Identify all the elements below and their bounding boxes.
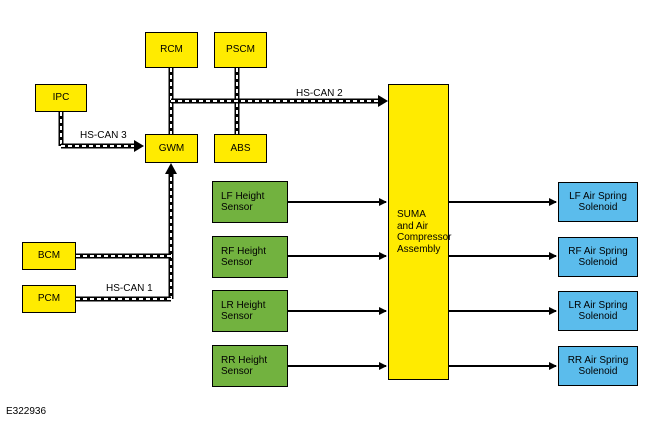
abs-module: ABS: [214, 134, 267, 163]
lr-air-spring-solenoid: LR Air Spring Solenoid: [558, 291, 638, 331]
sensor-signal-lines: [288, 198, 387, 370]
rf-air-spring-solenoid: RF Air Spring Solenoid: [558, 237, 638, 277]
rcm-module: RCM: [145, 32, 198, 68]
pscm-module: PSCM: [214, 32, 267, 68]
can-bus-lines: [58, 68, 380, 302]
bus-arrowheads: [134, 95, 388, 174]
lf-height-sensor: LF Height Sensor: [212, 181, 288, 223]
lr-height-sensor: LR Height Sensor: [212, 290, 288, 332]
pcm-module: PCM: [22, 285, 76, 313]
figure-id: E322936: [6, 406, 47, 417]
bcm-module: BCM: [22, 242, 76, 270]
hs-can-2-label: HS-CAN 2: [296, 88, 343, 99]
hs-can-3-label: HS-CAN 3: [80, 130, 127, 141]
lf-air-spring-solenoid: LF Air Spring Solenoid: [558, 182, 638, 222]
rr-height-sensor: RR Height Sensor: [212, 345, 288, 387]
ipc-module: IPC: [35, 84, 87, 112]
rr-air-spring-solenoid: RR Air Spring Solenoid: [558, 346, 638, 386]
suma-compressor-assembly: SUMA and Air Compressor Assembly: [388, 84, 451, 380]
rf-height-sensor: RF Height Sensor: [212, 236, 288, 278]
solenoid-output-lines: [449, 198, 557, 370]
gwm-module: GWM: [145, 134, 198, 163]
hs-can-1-label: HS-CAN 1: [106, 283, 153, 294]
